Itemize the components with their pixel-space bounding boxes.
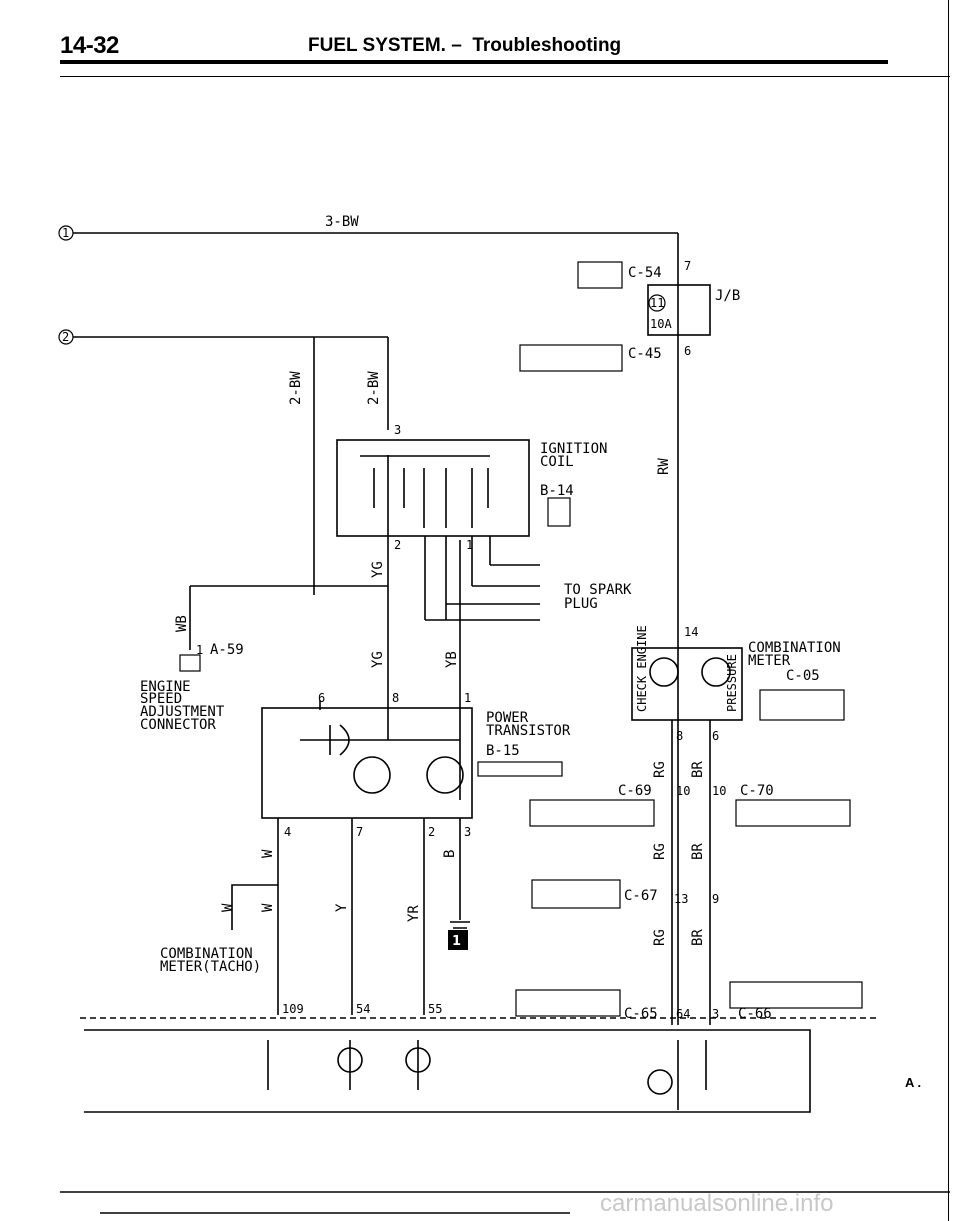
combination-meter-label-1: COMBINATION: [748, 640, 841, 656]
wire-b: B: [442, 850, 458, 858]
ignition-coil-label-1: IGNITION: [540, 441, 607, 457]
wire-y: Y: [334, 903, 350, 912]
pin-a59-1: 1: [196, 643, 203, 657]
wire-yg-a: YG: [370, 561, 386, 578]
pin-8: 8: [676, 729, 683, 743]
wire-br-c: BR: [690, 929, 706, 946]
wire-rg-a: RG: [652, 761, 668, 778]
check-engine-label: CHECK ENGINE: [635, 625, 649, 712]
pressure-label: PRESSURE: [725, 654, 739, 712]
engine-speed-label-1: ENGINE: [140, 679, 191, 695]
engine-speed-label-2: SPEED: [140, 691, 182, 707]
pin-54: 54: [356, 1002, 370, 1016]
page-title: FUEL SYSTEM. – Troubleshooting: [308, 35, 622, 56]
connector-c66: C-66: [738, 1006, 772, 1022]
pin-2: 2: [394, 538, 401, 552]
tacho-label-2: METER(TACHO): [160, 959, 261, 975]
pin-3b: 3: [464, 825, 471, 839]
wire-2bw-a: 2-BW: [288, 371, 304, 405]
power-transistor-label-2: TRANSISTOR: [486, 723, 571, 739]
wire-br-b: BR: [690, 843, 706, 860]
wire-w-c: W: [260, 903, 276, 912]
connector-c54: C-54: [628, 265, 662, 281]
marker-1-circle: [58, 225, 74, 241]
spark-plug-label-1: TO SPARK: [564, 582, 632, 598]
pin-64: 64: [676, 1007, 690, 1021]
connector-c70: C-70: [740, 783, 774, 799]
pin-9: 9: [712, 892, 719, 906]
wire-w-a: W: [260, 849, 276, 858]
power-transistor-label-1: POWER: [486, 710, 529, 726]
wire-rg-c: RG: [652, 929, 668, 946]
right-margin-line: [948, 0, 949, 1221]
junction-block-label: J/B: [715, 288, 740, 304]
pin-3c: 3: [712, 1007, 719, 1021]
header-rule-thin: [60, 76, 950, 77]
engine-speed-label-3: ADJUSTMENT: [140, 704, 225, 720]
pin-55: 55: [428, 1002, 442, 1016]
marker-1: 1: [62, 226, 69, 240]
stray-mark: A .: [905, 1075, 922, 1090]
pin-3: 3: [394, 423, 401, 437]
note-symbol: 1: [452, 934, 461, 949]
wire-yb: YB: [444, 651, 460, 668]
pin-7b: 7: [356, 825, 363, 839]
ignition-coil-label-2: COIL: [540, 454, 574, 470]
marker-2: 2: [62, 330, 69, 344]
wire-rg-b: RG: [652, 843, 668, 860]
pin-13: 13: [674, 892, 688, 906]
pin-10a: 10: [676, 784, 690, 798]
footer-site: carmanualsonline.info: [600, 1190, 834, 1217]
wire-w-b: W: [220, 903, 236, 912]
wire-br-a: BR: [690, 761, 706, 778]
pin-4: 4: [284, 825, 291, 839]
marker-2-circle: [58, 329, 74, 345]
pin-t1: 1: [464, 691, 471, 705]
pin-t8: 8: [392, 691, 399, 705]
connector-c65: C-65: [624, 1006, 658, 1022]
pin-t6: 6: [318, 691, 325, 705]
wire-yr: YR: [406, 905, 422, 922]
fuse-number: 11: [650, 296, 664, 310]
pin-7: 7: [684, 259, 691, 273]
pin-6b: 6: [712, 729, 719, 743]
page-number: 14-32: [60, 32, 119, 59]
connector-c45: C-45: [628, 346, 662, 362]
tacho-label-1: COMBINATION: [160, 946, 253, 962]
connector-c69: C-69: [618, 783, 652, 799]
connector-b14: B-14: [540, 483, 574, 499]
wire-wb: WB: [174, 615, 190, 632]
connector-c67: C-67: [624, 888, 658, 904]
pin-2b: 2: [428, 825, 435, 839]
wire-rw: RW: [656, 458, 672, 475]
wire-3bw: 3-BW: [325, 214, 359, 230]
pin-1: 1: [466, 538, 473, 552]
wire-2bw-b: 2-BW: [366, 371, 382, 405]
pin-10b: 10: [712, 784, 726, 798]
connector-a59: A-59: [210, 642, 244, 658]
pin-6: 6: [684, 344, 691, 358]
pin-109: 109: [282, 1002, 304, 1016]
header-rule: [60, 60, 888, 64]
spark-plug-label-2: PLUG: [564, 596, 598, 612]
engine-speed-label-4: CONNECTOR: [140, 717, 216, 733]
connector-c05: C-05: [786, 668, 820, 684]
fuse-rating: 10A: [650, 317, 672, 331]
connector-b15: B-15: [486, 743, 520, 759]
pin-14: 14: [684, 625, 698, 639]
wire-yg-b: YG: [370, 651, 386, 668]
combination-meter-label-2: METER: [748, 653, 791, 669]
